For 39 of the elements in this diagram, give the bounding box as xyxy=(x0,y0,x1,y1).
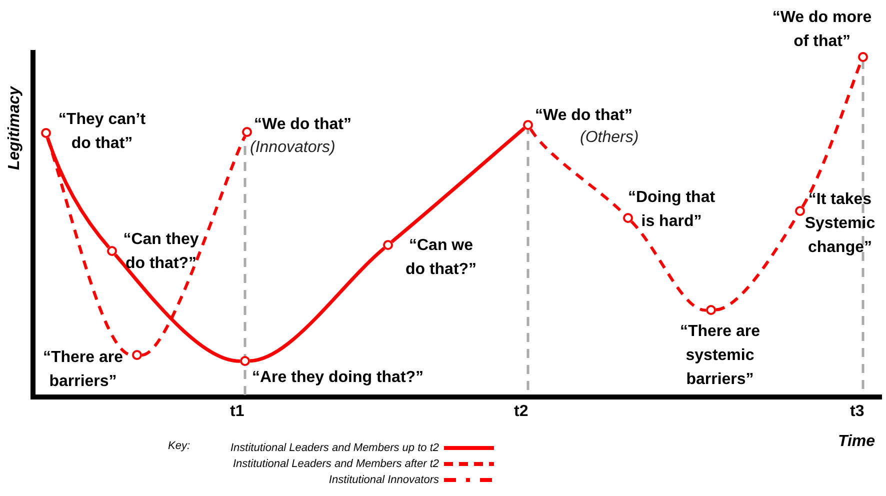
curve-segment xyxy=(390,126,526,244)
legend-label: Institutional Leaders and Members up to t2 xyxy=(230,441,439,455)
point-marker xyxy=(523,120,533,130)
point-marker xyxy=(623,213,633,223)
curve-segment xyxy=(46,137,110,248)
quote-label: “It takes Systemic change” xyxy=(804,190,876,258)
curve-segment xyxy=(141,136,246,356)
tick-label: t1 xyxy=(230,403,244,421)
quote-label: “Are they doing that?” xyxy=(252,368,425,388)
point-marker xyxy=(132,350,142,360)
point-marker xyxy=(242,127,252,137)
axis-title: Time xyxy=(838,433,876,451)
quote-label: “Can we do that?” xyxy=(404,236,478,280)
group-note: (Others) xyxy=(580,128,639,148)
axis-title: Legitimacy xyxy=(6,86,24,170)
curve-segment xyxy=(630,220,706,312)
key-title: Key: xyxy=(168,440,190,452)
point-marker xyxy=(240,356,250,366)
quote-label: “Can they do that?” xyxy=(122,230,200,274)
quote-label: “We do that” xyxy=(535,106,634,126)
legend-label: Institutional Leaders and Members after t2 xyxy=(232,457,439,471)
point-marker xyxy=(858,52,868,62)
quote-label: “There are systemic barriers” xyxy=(678,322,762,390)
quote-label: “We do more of that” xyxy=(771,8,873,52)
curve-segment xyxy=(114,254,240,363)
tick-label: t3 xyxy=(850,403,864,421)
curve-segment xyxy=(250,246,386,363)
quote-label: “There are barriers” xyxy=(42,348,124,392)
quote-label: “Doing that is hard” xyxy=(626,188,716,232)
tick-label: t2 xyxy=(514,403,528,421)
group-note: (Innovators) xyxy=(250,138,336,158)
point-marker xyxy=(41,128,51,138)
quote-label: “We do that” xyxy=(254,115,352,135)
point-marker xyxy=(107,246,117,256)
legend-label: Institutional Innovators xyxy=(328,473,439,487)
point-marker xyxy=(383,240,393,250)
quote-label: “They can’t do that” xyxy=(57,110,147,154)
point-marker xyxy=(706,305,716,315)
point-marker xyxy=(795,206,805,216)
